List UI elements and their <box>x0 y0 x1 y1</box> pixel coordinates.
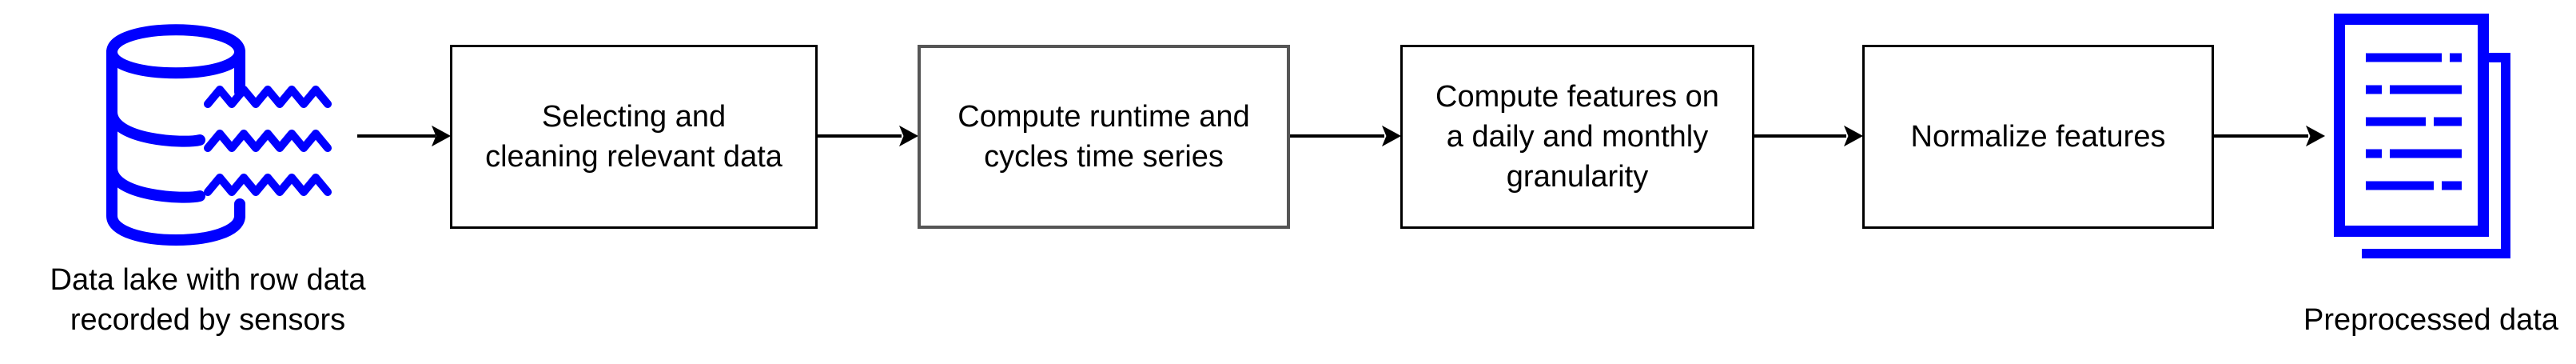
data-lake-caption-line-2: recorded by sensors <box>70 303 346 337</box>
step-select-clean: Selecting and cleaning relevant data <box>450 45 818 229</box>
data-lake-caption: Data lake with row data recorded by sens… <box>0 260 416 340</box>
arrowhead-3 <box>1381 125 1402 147</box>
step-select-clean-line-2: cleaning relevant data <box>485 140 782 174</box>
step-normalize-features: Normalize features <box>1862 45 2214 229</box>
preprocessed-data-caption-line-1: Preprocessed data <box>2303 303 2558 337</box>
arrowhead-2 <box>898 125 919 147</box>
step-normalize-features-line-1: Normalize features <box>1910 120 2166 154</box>
step-compute-features: Compute features on a daily and monthly … <box>1400 45 1754 229</box>
database-with-signal-icon <box>106 24 332 246</box>
document-stack-icon <box>2334 14 2510 258</box>
step-compute-features-line-3: granularity <box>1506 160 1649 194</box>
preprocessed-data-node <box>2322 10 2514 266</box>
data-lake-node <box>80 16 344 256</box>
arrowhead-4 <box>1843 125 1864 147</box>
data-lake-caption-line-1: Data lake with row data <box>50 263 366 297</box>
step-select-clean-line-1: Selecting and <box>541 100 727 134</box>
arrowhead-5 <box>2305 125 2326 147</box>
preprocessed-data-caption: Preprocessed data <box>2286 300 2576 340</box>
step-compute-features-line-1: Compute features on <box>1435 80 1719 114</box>
step-compute-runtime-line-2: cycles time series <box>984 140 1224 174</box>
step-compute-runtime-line-1: Compute runtime and <box>958 100 1250 134</box>
arrowhead-1 <box>431 125 452 147</box>
step-compute-features-line-2: a daily and monthly <box>1446 120 1709 154</box>
step-compute-runtime: Compute runtime and cycles time series <box>918 45 1290 229</box>
